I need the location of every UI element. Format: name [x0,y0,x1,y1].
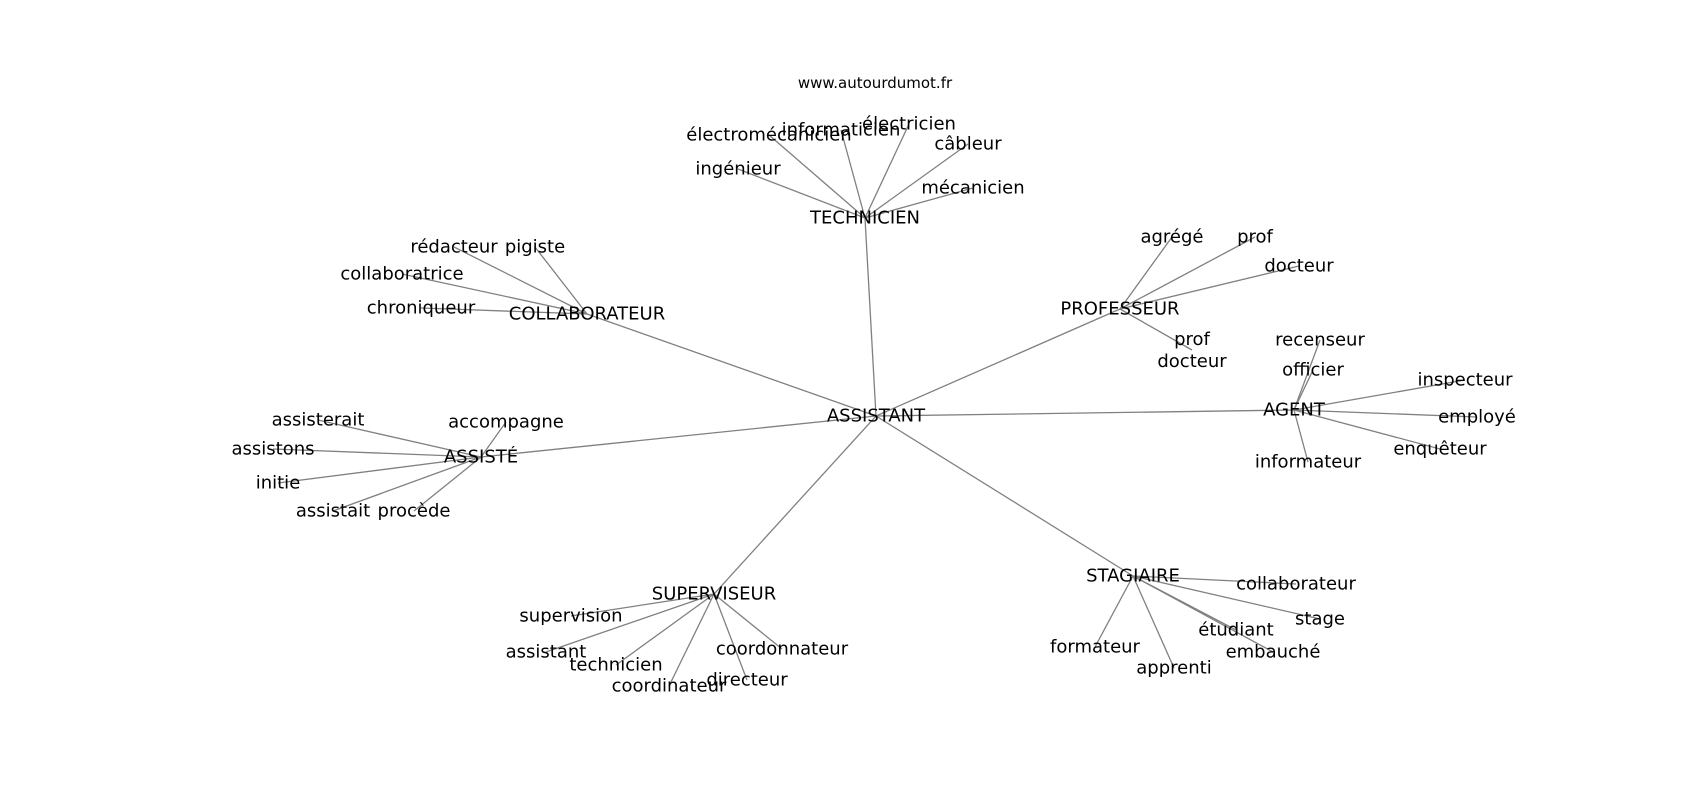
edge-technicien-cableur [864,143,969,219]
edge-assiste-initie [277,456,482,484]
edge-assistant-technicien [864,217,877,417]
edge-stagiaire-embauche [1132,575,1274,653]
node-cluster-professeur: PROFESSEUR [1060,299,1179,320]
node-leaf-assisterait: assisterait [272,410,365,431]
node-leaf-coordinateur: coordinateur [612,676,727,697]
node-leaf-formateur: formateur [1050,637,1141,658]
node-leaf-technicien: technicien [569,655,662,676]
node-leaf-accompagne: accompagne [448,412,564,433]
edge-agent-recenseur [1293,339,1321,411]
node-leaf-initie: initie [256,473,301,494]
edge-agent-inspecteur [1293,379,1466,411]
graph-labels: ASSISTANTTECHNICIENélectromécanicieninfo… [231,114,1515,697]
node-cluster-assiste: ASSISTÉ [444,446,518,468]
edge-agent-employe [1293,409,1478,418]
node-cluster-stagiaire: STAGIAIRE [1086,566,1180,587]
edge-professeur-agrege [1119,236,1173,310]
node-leaf-informaticien: informaticien [782,120,901,141]
node-cluster-agent: AGENT [1263,400,1326,421]
node-leaf-enqueteur: enquêteur [1393,439,1487,460]
node-leaf-officier: officier [1282,360,1344,381]
edge-assiste-procede [413,456,482,512]
edge-stagiaire-collaborateur [1132,575,1297,585]
node-leaf-mecanicien: mécanicien [921,178,1024,199]
edge-professeur-docteur [1119,265,1300,310]
edge-collaborateur-pigiste [534,246,588,315]
edge-assistant-agent [875,409,1295,417]
node-leaf-electricien: électricien [862,114,956,135]
node-leaf-recenseur: recenseur [1275,330,1365,351]
node-leaf-apprenti: apprenti [1136,658,1211,679]
edge-assiste-assistait [332,456,482,512]
node-leaf-cableur: câbleur [934,134,1002,155]
node-leaf-procede: procède [378,501,451,522]
node-leaf-assistait: assistait [296,501,370,522]
node-leaf-electromecanicien: électromécanicien [686,125,851,146]
edge-collaborateur-collaboratrice [401,273,588,315]
node-leaf-pigiste: pigiste [505,237,565,258]
node-leaf-redacteur: rédacteur [410,237,498,258]
edge-superviseur-directeur [713,593,748,681]
node-leaf-assistons: assistons [231,439,314,460]
node-cluster-technicien: TECHNICIEN [809,208,920,229]
edge-assistant-stagiaire [875,415,1134,577]
edge-technicien-mecanicien [864,187,974,219]
node-leaf-etudiant: étudiant [1198,620,1273,641]
edge-assistant-superviseur [713,415,877,595]
edge-stagiaire-formateur [1094,575,1134,648]
node-leaf-inspecteur: inspecteur [1417,370,1513,391]
node-leaf-ingenieur: ingénieur [695,159,781,180]
node-leaf-stage: stage [1295,609,1345,630]
edge-agent-informateur [1293,409,1309,463]
edge-technicien-electromecanicien [768,134,866,219]
edge-technicien-electricien [864,123,910,219]
edge-professeur-prof-docteur [1119,308,1193,351]
site-credit: www.autourdumot.fr [798,74,953,92]
edge-assistant-assiste [480,415,877,458]
node-cluster-collaborateur: COLLABORATEUR [509,304,665,325]
edge-superviseur-coordonnateur [713,593,783,650]
edge-superviseur-assistant [545,593,715,653]
node-leaf-assistant: assistant [506,642,587,663]
graph-edges [272,123,1478,687]
edge-collaborateur-chroniqueur [420,307,588,315]
node-leaf-embauche: embauché [1226,642,1321,663]
node-leaf-collaborateur: collaborateur [1236,574,1356,595]
edge-assiste-assisterait [317,419,482,458]
node-cluster-superviseur: SUPERVISEUR [652,584,776,605]
edge-technicien-ingenieur [737,168,866,219]
edge-assistant-collaborateur [586,313,877,417]
node-leaf-collaboratrice: collaboratrice [340,264,463,285]
edge-superviseur-technicien [615,593,715,666]
edge-professeur-prof [1119,236,1256,310]
node-leaf-coordonnateur: coordonnateur [716,639,849,660]
node-leaf-agrege: agrégé [1140,227,1203,248]
edge-agent-officier [1293,369,1314,411]
edge-superviseur-coordinateur [668,593,715,687]
edge-assiste-accompagne [480,421,507,458]
edge-stagiaire-stage [1132,575,1321,620]
edge-collaborateur-redacteur [453,246,588,315]
edge-assiste-assistons [272,448,482,458]
edge-agent-enqueteur [1293,409,1441,450]
edge-superviseur-supervision [570,593,715,617]
node-leaf-directeur: directeur [706,670,788,691]
node-leaf-chroniqueur: chroniqueur [367,298,476,319]
edge-stagiaire-apprenti [1132,575,1175,669]
node-center-assistant: ASSISTANT [827,406,926,427]
edge-technicien-informaticien [840,129,866,219]
node-leaf-prof: prof [1237,227,1273,248]
node-leaf-informateur: informateur [1255,452,1362,473]
node-leaf-supervision: supervision [519,606,622,627]
node-leaf-employe: employé [1438,407,1516,428]
edge-assistant-professeur [875,308,1121,417]
node-leaf-docteur: docteur [1264,256,1334,277]
